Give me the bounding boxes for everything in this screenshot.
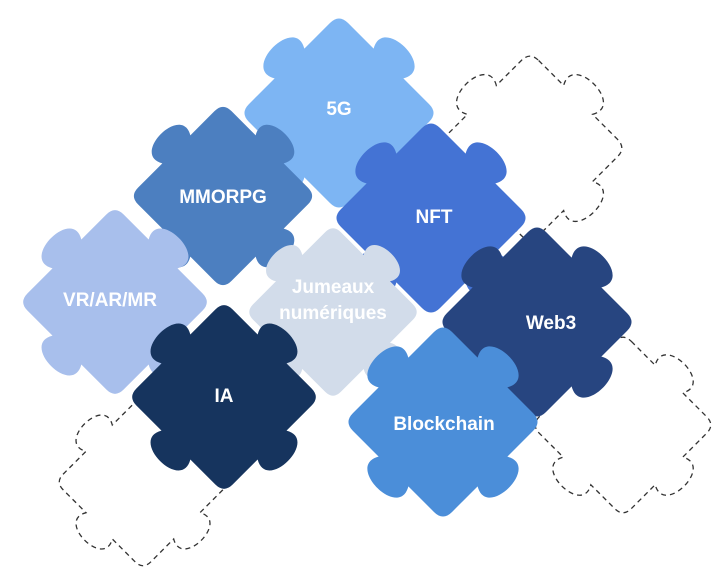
piece-label-line: MMORPG [179, 187, 267, 208]
piece-label-web3: Web3 [526, 313, 576, 334]
puzzle-piece-ia: IA [132, 305, 316, 489]
piece-label-line: 5G [326, 99, 351, 120]
piece-label-line: Jumeaux [292, 277, 375, 298]
piece-label-nft: NFT [416, 207, 453, 228]
piece-label-line: numériques [279, 303, 387, 324]
piece-label-line: NFT [416, 207, 453, 228]
piece-label-ia: IA [215, 386, 234, 407]
piece-label-vr-ar-mr: VR/AR/MR [63, 290, 157, 311]
puzzle-piece-blockchain: Blockchain [348, 327, 538, 517]
piece-label-mmorpg: MMORPG [179, 187, 267, 208]
outline-right-top [437, 55, 623, 241]
piece-label-5g: 5G [326, 99, 351, 120]
piece-shape-ia [132, 305, 316, 489]
puzzle-pieces: 5G MMORPG NFT VR/AR/MR Jumeaux numériques Web3… [23, 18, 632, 517]
piece-label-line: IA [215, 386, 234, 407]
piece-label-line: Blockchain [393, 414, 494, 435]
piece-label-line: VR/AR/MR [63, 290, 157, 311]
piece-label-line: Web3 [526, 313, 576, 334]
piece-label-blockchain: Blockchain [393, 414, 494, 435]
piece-shape-blockchain [348, 327, 538, 517]
piece-label-jumeaux: Jumeaux numériques [279, 277, 387, 324]
